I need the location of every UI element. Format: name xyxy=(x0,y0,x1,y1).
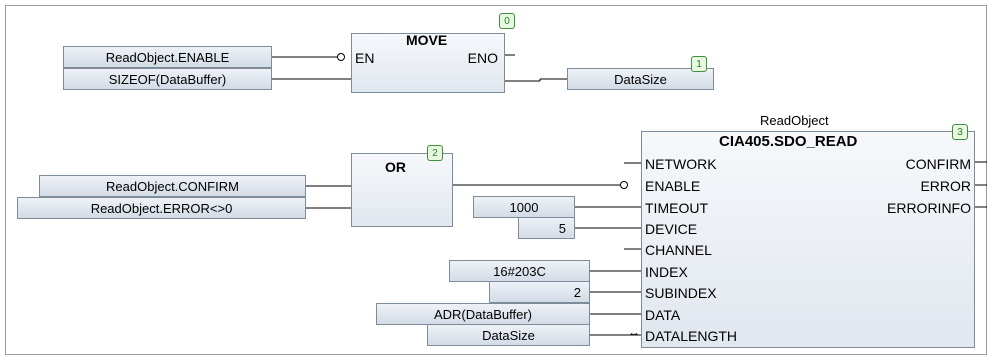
move-block-title: MOVE xyxy=(406,32,448,48)
sdo-input-device[interactable]: 5 xyxy=(518,217,575,239)
move-pin-en: EN xyxy=(355,50,375,66)
sdo-input-datalength[interactable]: DataSize xyxy=(427,324,590,346)
or-input-confirm[interactable]: ReadObject.CONFIRM xyxy=(39,175,306,197)
sdo-pin-errorinfo: ERRORINFO xyxy=(887,200,971,216)
sdo-pin-subindex: SUBINDEX xyxy=(645,285,717,301)
sdo-pin-device: DEVICE xyxy=(645,221,698,237)
move-output-datasize[interactable]: DataSize xyxy=(567,68,714,90)
sdo-input-data[interactable]: ADR(DataBuffer) xyxy=(376,303,590,325)
sdo-pin-enable: ENABLE xyxy=(645,178,701,194)
inout-arrow-icon: ↔ xyxy=(628,325,640,339)
move-input-sizeof[interactable]: SIZEOF(DataBuffer) xyxy=(63,68,272,90)
sdo-instance-name: ReadObject xyxy=(760,113,829,128)
move-output-order-badge: 1 xyxy=(691,56,707,72)
sdo-pin-timeout: TIMEOUT xyxy=(645,200,708,216)
sdo-pin-confirm: CONFIRM xyxy=(905,156,971,172)
sdo-input-timeout[interactable]: 1000 xyxy=(473,196,575,218)
or-block-title: OR xyxy=(385,159,406,175)
sdo-pin-data: DATA xyxy=(645,307,681,323)
sdo-block-type: CIA405.SDO_READ xyxy=(719,133,858,150)
sdo-input-subindex[interactable]: 2 xyxy=(489,281,590,303)
sdo-read-block[interactable]: CIA405.SDO_READ NETWORK ENABLE TIMEOUT D… xyxy=(641,131,975,348)
move-block[interactable]: MOVE EN ENO xyxy=(351,32,505,93)
sdo-order-badge: 3 xyxy=(952,124,968,140)
sdo-pin-index: INDEX xyxy=(645,264,688,280)
move-order-badge: 0 xyxy=(499,13,515,29)
sdo-pin-datalength: DATALENGTH xyxy=(645,328,738,344)
sdo-pin-error: ERROR xyxy=(920,178,971,194)
or-order-badge: 2 xyxy=(427,145,443,161)
move-pin-eno: ENO xyxy=(467,50,498,66)
or-block[interactable]: OR xyxy=(351,153,453,227)
sdo-input-index[interactable]: 16#203C xyxy=(449,260,590,282)
diagram-frame xyxy=(5,5,987,355)
sdo-pin-network: NETWORK xyxy=(645,156,717,172)
or-input-error[interactable]: ReadObject.ERROR<>0 xyxy=(17,197,306,219)
sdo-pin-channel: CHANNEL xyxy=(645,242,712,258)
move-input-enable[interactable]: ReadObject.ENABLE xyxy=(63,46,272,68)
